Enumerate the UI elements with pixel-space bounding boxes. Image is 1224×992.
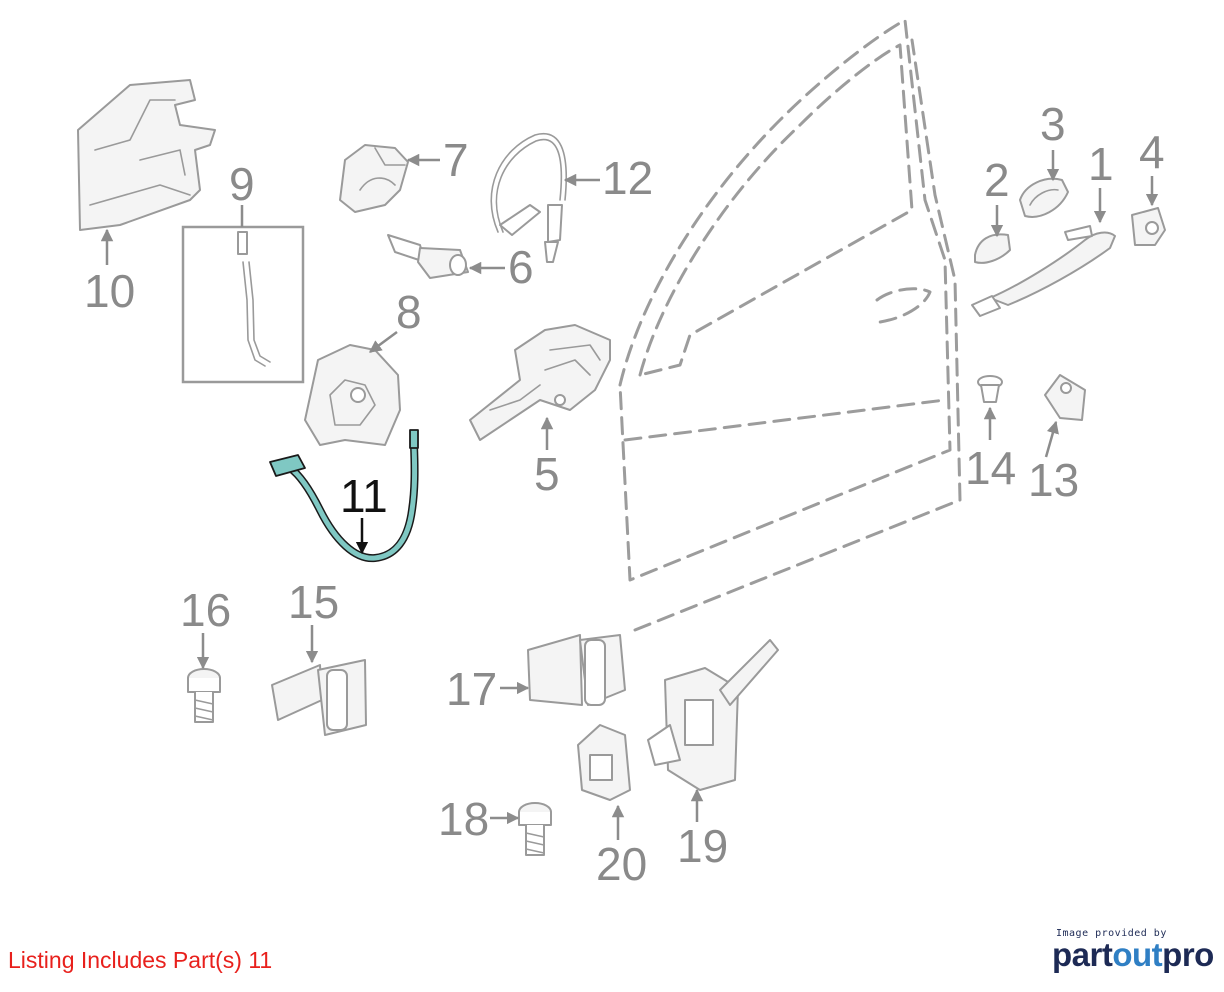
- callout-16: 16: [180, 584, 231, 636]
- callout-18: 18: [438, 793, 489, 845]
- callout-10: 10: [84, 265, 135, 317]
- part-17-hinge: [527, 634, 626, 706]
- logo-pro-text: pro: [1162, 936, 1214, 973]
- part-4-cap: [1131, 207, 1166, 246]
- door-outline: [618, 18, 962, 632]
- leader-arrows: [100, 150, 1159, 840]
- callout-4: 4: [1139, 126, 1165, 178]
- callout-labels: 1 2 3 4 5 6 7 8 9 10 11 12 13 14 15 16 1…: [84, 98, 1165, 890]
- part-16-bolt: [187, 668, 221, 723]
- part-3-bezel: [1019, 177, 1069, 218]
- logo-out-text: out: [1112, 936, 1163, 973]
- callout-9: 9: [229, 158, 255, 210]
- part-11-highlighted-cable: [269, 429, 419, 563]
- part-8-latch-cover: [304, 344, 401, 446]
- callout-6: 6: [508, 241, 534, 293]
- callout-14: 14: [965, 442, 1016, 494]
- part-6-cylinder: [387, 234, 469, 279]
- callout-20: 20: [596, 838, 647, 890]
- part-19-door-check: [647, 639, 779, 791]
- callout-19: 19: [677, 820, 728, 872]
- callout-7: 7: [443, 134, 469, 186]
- callout-15: 15: [288, 576, 339, 628]
- callout-1: 1: [1088, 138, 1114, 190]
- part-20-stop: [577, 724, 631, 801]
- part-7-cap: [339, 144, 409, 213]
- callout-2: 2: [984, 154, 1010, 206]
- listing-note: Listing Includes Part(s) 11: [8, 947, 273, 973]
- part-12-cable: [490, 133, 568, 263]
- part-5-latch: [469, 324, 611, 441]
- logo-part-text: part: [1052, 936, 1113, 973]
- callout-11-highlighted: 11: [340, 470, 388, 522]
- callout-12: 12: [602, 152, 653, 204]
- image-credit-caption: Image provided by: [1056, 928, 1167, 939]
- part-13-bracket: [1044, 374, 1086, 421]
- callout-13: 13: [1028, 454, 1079, 506]
- callout-8: 8: [396, 286, 422, 338]
- callout-17: 17: [446, 663, 497, 715]
- part-14-clip: [977, 375, 1003, 403]
- part-15-hinge: [271, 659, 367, 736]
- partoutpro-logo: partoutpro: [1052, 936, 1214, 974]
- part-9-rod: [181, 225, 305, 384]
- part-18-bolt: [518, 802, 552, 856]
- callout-5: 5: [534, 448, 560, 500]
- callout-3: 3: [1040, 98, 1066, 150]
- part-10-bracket: [77, 79, 216, 231]
- part-1-handle: [971, 225, 1116, 317]
- part-2-gasket: [974, 233, 1011, 264]
